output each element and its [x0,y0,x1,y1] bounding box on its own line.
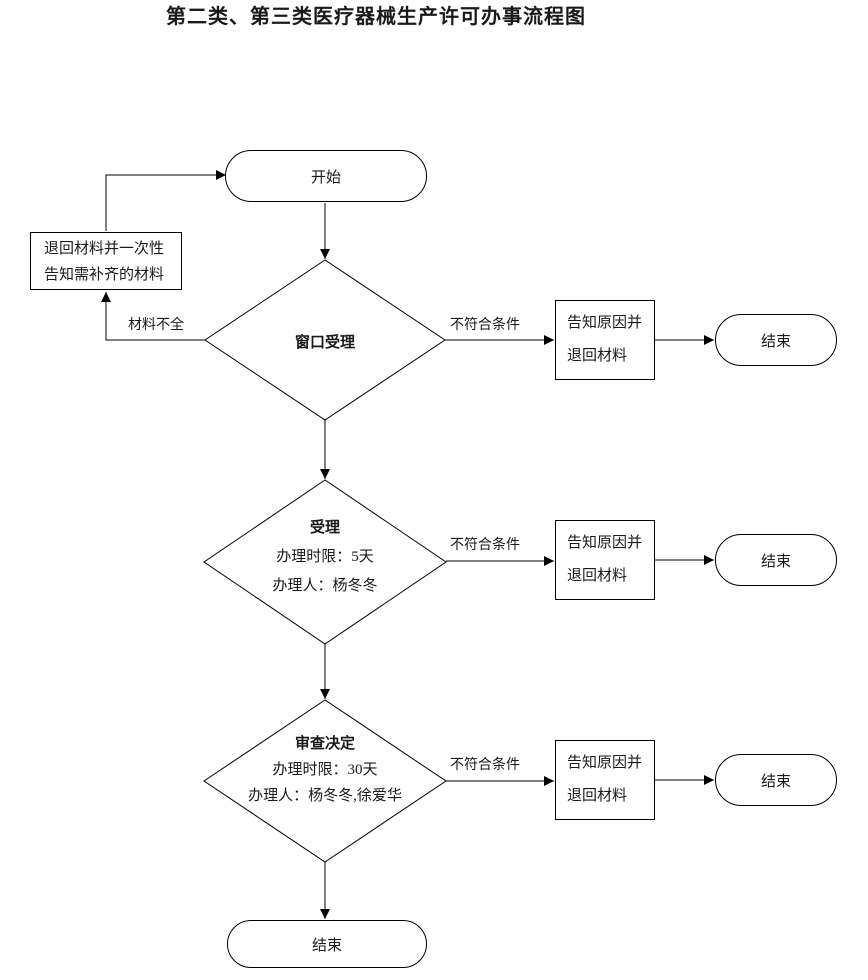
return-materials-line2: 告知需补齐的材料 [44,267,165,283]
window-acceptance-label: 窗口受理 [294,335,355,351]
notify-return-line1: 告知原因并 [567,315,643,331]
notify-return-node-1: 告知原因并 退回材料 [555,300,655,380]
review-decision-handler: 办理人：杨冬冬,徐爱华 [248,788,402,804]
edge-window-to-return [101,292,205,341]
end-label: 结束 [760,333,791,350]
notify-return-node-2: 告知原因并 退回材料 [555,520,655,600]
edge-label-not-eligible-2: 不符合条件 [450,538,520,553]
review-decision-title: 审查决定 [294,736,355,752]
return-materials-node: 退回材料并一次性 告知需补齐的材料 [30,232,182,290]
end-label: 结束 [760,553,791,570]
page-title: 第二类、第三类医疗器械生产许可办事流程图 [166,6,586,28]
notify-return-node-3: 告知原因并 退回材料 [555,740,655,820]
notify-return-line1: 告知原因并 [567,535,643,551]
end-node-1: 结束 [715,314,837,366]
acceptance-handler: 办理人：杨冬冬 [272,578,378,594]
acceptance-time-limit: 办理时限：5天 [276,549,374,565]
end-node-2: 结束 [715,534,837,586]
edge-label-not-eligible-3: 不符合条件 [450,758,520,773]
start-label: 开始 [310,169,341,186]
notify-return-line2: 退回材料 [567,788,628,804]
edge-label-incomplete-materials: 材料不全 [128,318,184,333]
start-node: 开始 [225,150,427,202]
review-decision-time-limit: 办理时限：30天 [272,762,378,778]
end-label: 结束 [760,773,791,790]
final-end-node: 结束 [227,920,427,968]
return-materials-line1: 退回材料并一次性 [44,241,165,257]
end-node-3: 结束 [715,754,837,806]
edge-label-not-eligible-1: 不符合条件 [450,318,520,333]
acceptance-title: 受理 [309,520,340,536]
review-decision-label: 审查决定 办理时限：30天 办理人：杨冬冬,徐爱华 [200,731,450,809]
acceptance-label: 受理 办理时限：5天 办理人：杨冬冬 [205,514,445,601]
notify-return-line1: 告知原因并 [567,755,643,771]
notify-return-line2: 退回材料 [567,348,628,364]
edge-return-to-start [105,170,226,231]
notify-return-line2: 退回材料 [567,568,628,584]
end-label: 结束 [311,937,342,954]
